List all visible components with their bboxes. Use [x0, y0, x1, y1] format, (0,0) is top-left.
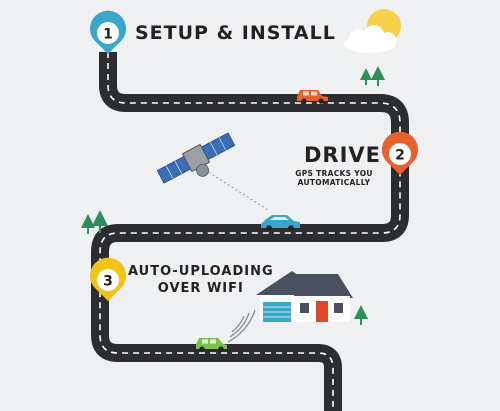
- tree-icon: [360, 66, 385, 86]
- cloud-icon: [344, 25, 396, 53]
- step-2-number: 2: [395, 148, 405, 164]
- map-pin-icon: 1: [90, 10, 126, 54]
- car-icon: [261, 215, 300, 231]
- step-2-title: DRIVE: [304, 143, 382, 167]
- car-icon: [196, 338, 227, 352]
- tree-icon: [354, 305, 368, 325]
- satellite-signal: [204, 169, 269, 211]
- step-3-number: 3: [103, 274, 113, 290]
- car-icon: [297, 90, 328, 104]
- house-icon: [256, 271, 353, 322]
- step-1-number: 1: [103, 27, 113, 43]
- map-pin-icon: 2: [381, 131, 418, 175]
- wifi-signal-icon: [227, 309, 256, 343]
- map-pin-icon: 3: [90, 257, 126, 301]
- step-1-title: SETUP & INSTALL: [135, 22, 336, 44]
- satellite-icon: [156, 132, 236, 184]
- step-2-subtitle: GPS TRACKS YOU AUTOMATICALLY: [295, 169, 373, 187]
- tree-icon: [81, 210, 108, 234]
- step-3-title: AUTO-UPLOADING OVER WIFI: [128, 264, 274, 296]
- winding-road: [91, 52, 409, 411]
